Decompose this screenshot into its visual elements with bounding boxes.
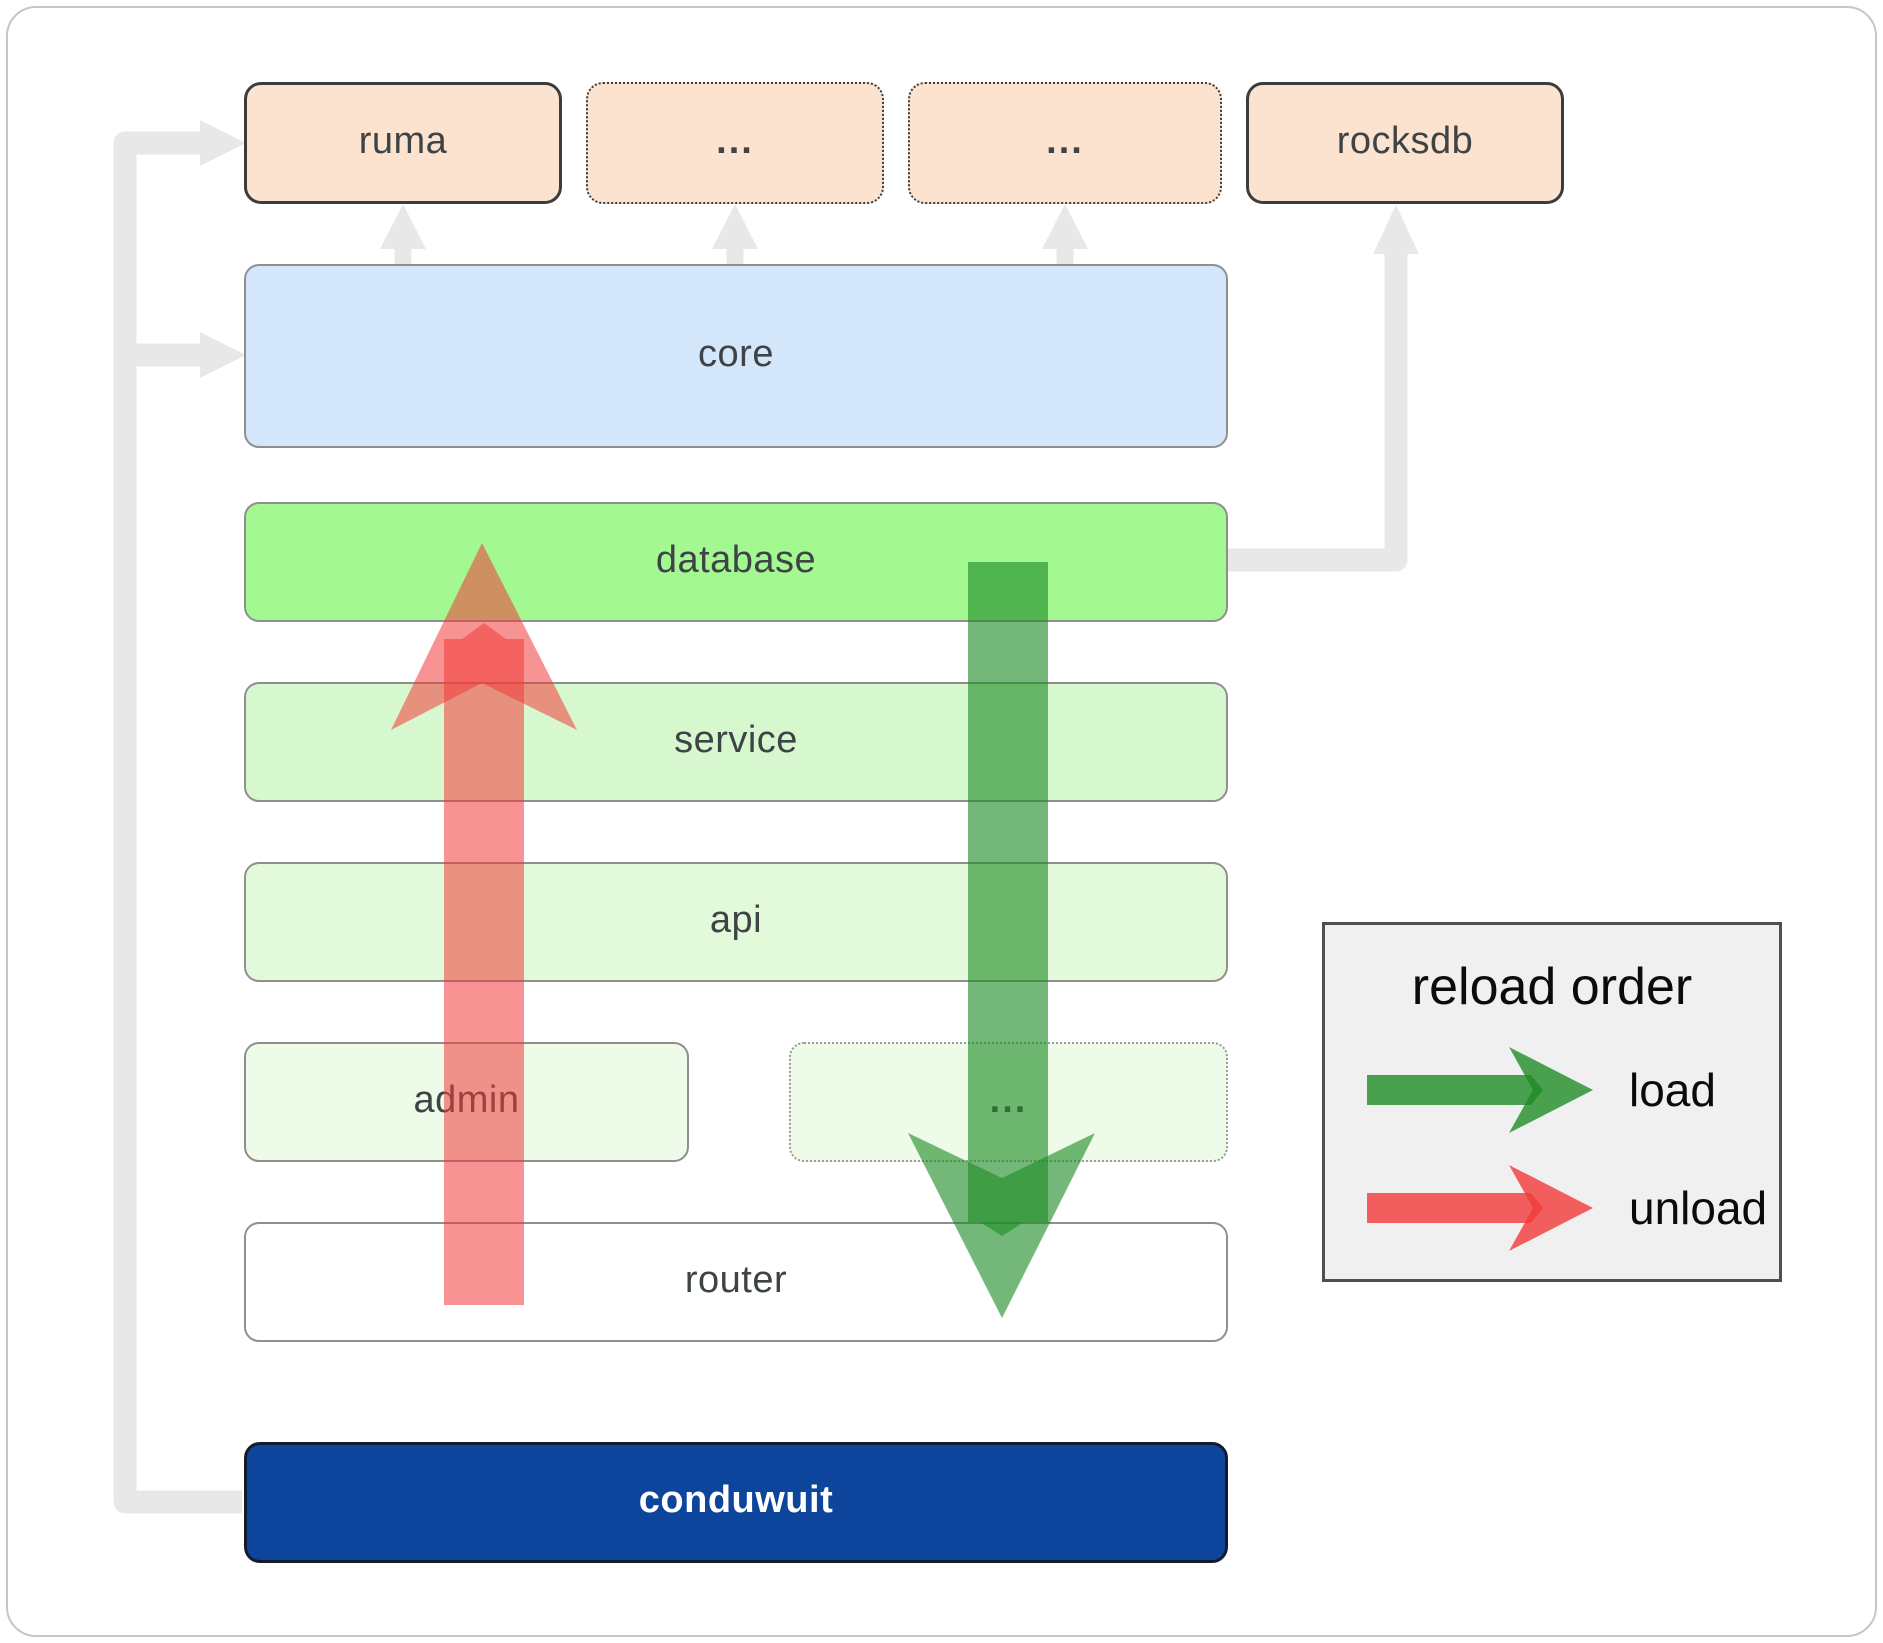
node-service: service [244,682,1228,802]
node-ellipsis-crate-1: ... [586,82,884,204]
diagram-canvas [6,6,1877,1637]
unload-arrow-icon-shaft [1367,1193,1543,1223]
node-label-ellipsis-3: ... [989,1078,1028,1121]
node-core: core [244,264,1228,448]
node-label-api: api [709,898,763,941]
node-label-rocksdb: rocksdb [1336,119,1474,162]
node-label-conduwuit: conduwuit [638,1479,834,1521]
load-arrow-icon [1367,1047,1593,1133]
node-label-ellipsis-2: ... [1046,119,1084,162]
node-ellipsis-crate-2: ... [908,82,1222,204]
node-conduwuit: conduwuit [244,1442,1228,1563]
load-arrow-icon-head [1509,1047,1593,1133]
node-label-core: core [698,332,774,375]
load-arrow-icon-shaft [1367,1075,1543,1105]
node-router: router [244,1222,1228,1342]
legend-title: reload order [1411,958,1693,1016]
node-admin: admin [244,1042,689,1162]
unload-arrow-icon-head [1509,1165,1593,1251]
unload-arrow-icon [1367,1165,1593,1251]
node-label-database: database [655,538,817,581]
legend-label-load: load [1629,1064,1716,1116]
node-database: database [244,502,1228,622]
node-rocksdb: rocksdb [1246,82,1564,204]
node-api: api [244,862,1228,982]
legend-row-unload: unload [1325,1163,1779,1253]
legend-row-load: load [1325,1045,1779,1135]
legend-reload-order: reload order load unload [1322,922,1782,1282]
node-label-ellipsis-1: ... [716,119,754,162]
node-label-service: service [674,718,798,761]
legend-label-unload: unload [1629,1182,1768,1234]
node-label-router: router [684,1258,788,1301]
node-label-admin: admin [413,1078,520,1121]
node-ellipsis-service-crate: ... [789,1042,1228,1162]
node-label-ruma: ruma [358,119,448,162]
node-ruma: ruma [244,82,562,204]
